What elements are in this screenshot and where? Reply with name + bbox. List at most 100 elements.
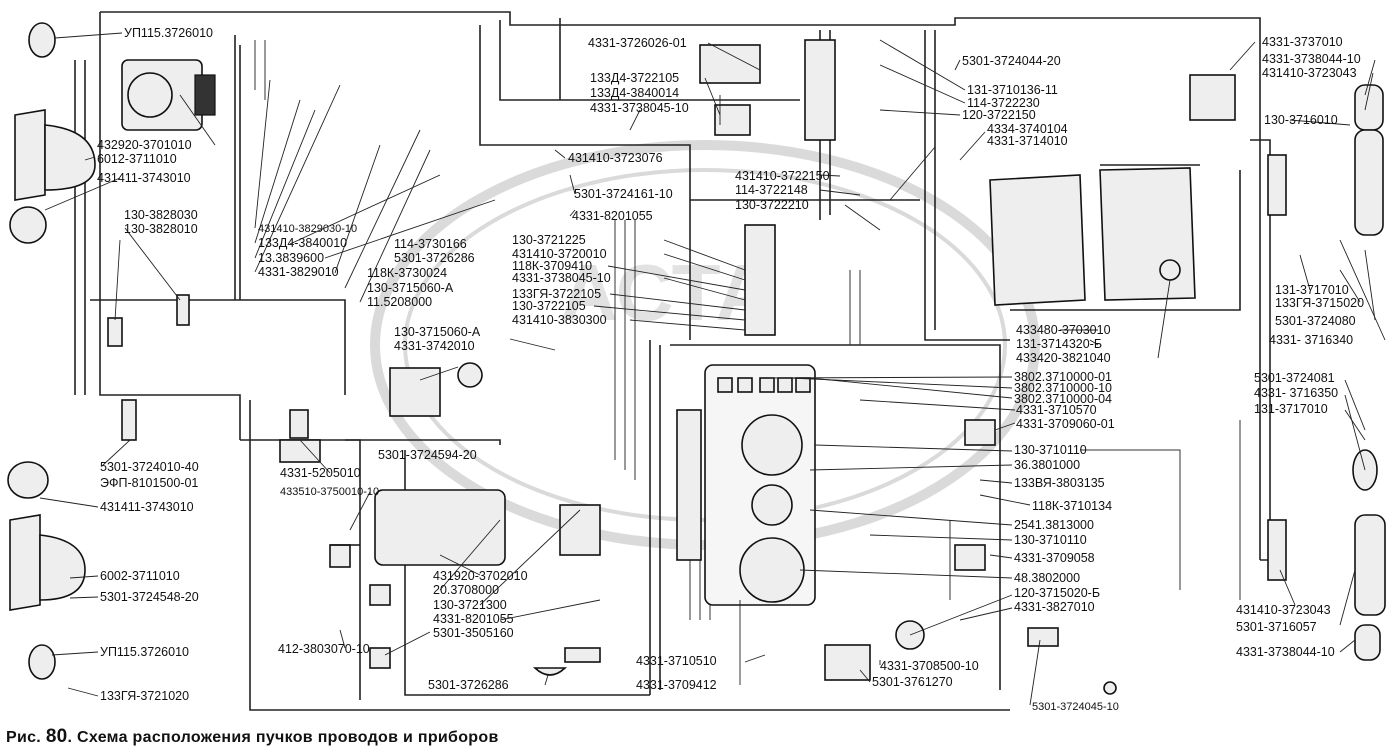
part-label: 133ГЯ-3721020 bbox=[100, 689, 189, 703]
part-label: 5301-3761270 bbox=[872, 675, 953, 689]
part-label: 4331-3714010 bbox=[987, 134, 1068, 148]
sensor-left-3 bbox=[121, 399, 137, 441]
part-label: 6002-3711010 bbox=[100, 569, 180, 583]
part-label: 130-3721225 bbox=[512, 233, 586, 247]
relay-right bbox=[954, 419, 996, 571]
warning-lamps bbox=[717, 377, 811, 393]
caption-number: 80 bbox=[45, 726, 68, 747]
part-label: 120-3715020-Б bbox=[1014, 586, 1100, 600]
part-label: 412-3803070-10 bbox=[278, 642, 370, 656]
part-label: 5301-3726286 bbox=[428, 678, 509, 692]
rear-lamp-5 bbox=[1354, 514, 1386, 616]
part-label: 4331-3710510 bbox=[636, 654, 717, 668]
leader-lines bbox=[39, 32, 1386, 706]
part-label: 4331-8201055 bbox=[572, 209, 653, 223]
rear-connector-top bbox=[1267, 154, 1287, 216]
part-label: 431920-3702010 bbox=[433, 569, 528, 583]
relay-top-center bbox=[699, 44, 761, 136]
part-label: 13.3839600 bbox=[258, 251, 324, 265]
part-label: 4331-3738045-10 bbox=[512, 271, 611, 285]
rear-lamp-6 bbox=[1354, 624, 1381, 661]
figure-caption: Рис. 80. Схема расположения пучков прово… bbox=[6, 726, 499, 748]
part-label: 4334-3740104 bbox=[987, 122, 1068, 136]
part-label: 130-3715060-А bbox=[394, 325, 481, 339]
starter bbox=[329, 489, 506, 568]
part-label: 130-3721300 bbox=[433, 598, 507, 612]
part-label: 4331-8201055 bbox=[433, 612, 514, 626]
wiring-harness bbox=[74, 11, 1271, 711]
part-label: 133Д4-3722105 bbox=[590, 71, 679, 85]
part-label: 433510-3750010-10 bbox=[280, 486, 379, 498]
turn-lamp-top bbox=[28, 22, 56, 58]
caption-text: . Схема расположения пучков проводов и п… bbox=[67, 729, 499, 746]
components bbox=[7, 22, 1386, 695]
svg-text:АСТА: АСТА bbox=[560, 248, 773, 337]
relay-block-left bbox=[389, 367, 441, 417]
rear-connector-bottom bbox=[1267, 519, 1287, 581]
fog-lamp-bottom bbox=[7, 461, 49, 499]
part-label: 118К-3709410 bbox=[512, 259, 592, 273]
fuse-box-top bbox=[804, 39, 836, 141]
part-label: 5301-3724045-10 bbox=[1032, 701, 1119, 713]
part-label: 133Д4-3840010 bbox=[258, 236, 347, 250]
battery-1 bbox=[989, 174, 1086, 306]
part-label: 4331-3709058 bbox=[1014, 551, 1095, 565]
part-label: 5301-3724548-20 bbox=[100, 590, 199, 604]
switch-bottom bbox=[824, 644, 871, 681]
fuse-row bbox=[744, 224, 776, 336]
part-label: 3802.3710000-01 bbox=[1014, 370, 1112, 384]
brake-switch bbox=[1027, 627, 1117, 695]
part-label: 5301-3724044-20 bbox=[962, 54, 1061, 68]
part-label: 4331-3829010 bbox=[258, 265, 339, 279]
part-label: 431410-3720010 bbox=[512, 247, 607, 261]
part-label: 114-3722230 bbox=[967, 96, 1040, 110]
part-label: 130-3722210 bbox=[735, 198, 809, 212]
fog-lamp-top bbox=[9, 206, 47, 244]
part-label: 131-3714320-Б bbox=[1016, 337, 1102, 351]
part-label: 131-3717010 bbox=[1275, 283, 1349, 297]
part-label: 4331-3709412 bbox=[636, 678, 717, 692]
rear-lamp-3 bbox=[1354, 129, 1384, 236]
headlamp-left-bottom bbox=[9, 514, 86, 611]
part-label: 4331-3708500-10 bbox=[880, 659, 979, 673]
part-label: 4331-3738045-10 bbox=[590, 101, 689, 115]
part-label: 130-3722105 bbox=[512, 299, 586, 313]
part-label: 118К-3730024 bbox=[367, 266, 447, 280]
part-label: 5301-3716057 bbox=[1236, 620, 1317, 634]
part-label: 3802.3710000-04 bbox=[1014, 392, 1112, 406]
part-label: УП115.3726010 bbox=[100, 645, 189, 659]
horn-switch bbox=[279, 409, 360, 546]
part-label: 5301-3724161-10 bbox=[574, 187, 673, 201]
part-label: 130-3716010 bbox=[1264, 113, 1338, 127]
sensor-bottom bbox=[532, 667, 568, 676]
part-label: 431410-3723076 bbox=[568, 151, 663, 165]
part-label: 130-3828010 bbox=[124, 222, 198, 236]
connectors-bottom bbox=[369, 584, 601, 669]
part-label: ЭФП-8101500-01 bbox=[100, 476, 198, 490]
part-label: 4331-3742010 bbox=[394, 339, 475, 353]
part-label: 5301-3724081 bbox=[1254, 371, 1335, 385]
fuse-column bbox=[676, 409, 702, 561]
part-label: 4331-3738044-10 bbox=[1236, 645, 1335, 659]
part-label: 4331-3827010 bbox=[1014, 600, 1095, 614]
part-label: 4331-3726026-01 bbox=[588, 36, 687, 50]
part-label: 431410-3723043 bbox=[1236, 603, 1331, 617]
part-label: 133Д4-3840014 bbox=[590, 86, 679, 100]
part-label: 4331-3738044-10 bbox=[1262, 52, 1361, 66]
part-label: 4331- 3716340 bbox=[1269, 333, 1353, 347]
part-label: 130-3715060-А bbox=[367, 281, 454, 295]
part-label: 114-3722148 bbox=[735, 183, 808, 197]
part-label: 431411-3743010 bbox=[100, 500, 194, 514]
part-label: 431410-3722150 bbox=[735, 169, 830, 183]
headlamp-left-top bbox=[14, 109, 96, 201]
part-label: УП115.3726010 bbox=[124, 26, 213, 40]
generator bbox=[121, 59, 216, 131]
part-label: 131-3717010 bbox=[1254, 402, 1328, 416]
part-label: 11.5208000 bbox=[367, 295, 432, 309]
relay-center bbox=[559, 504, 601, 556]
sensor-left-2 bbox=[176, 294, 190, 326]
part-label: 20.3708000 bbox=[433, 583, 499, 597]
part-label: 432920-3701010 bbox=[97, 138, 192, 152]
turn-lamp-bottom bbox=[28, 644, 56, 680]
